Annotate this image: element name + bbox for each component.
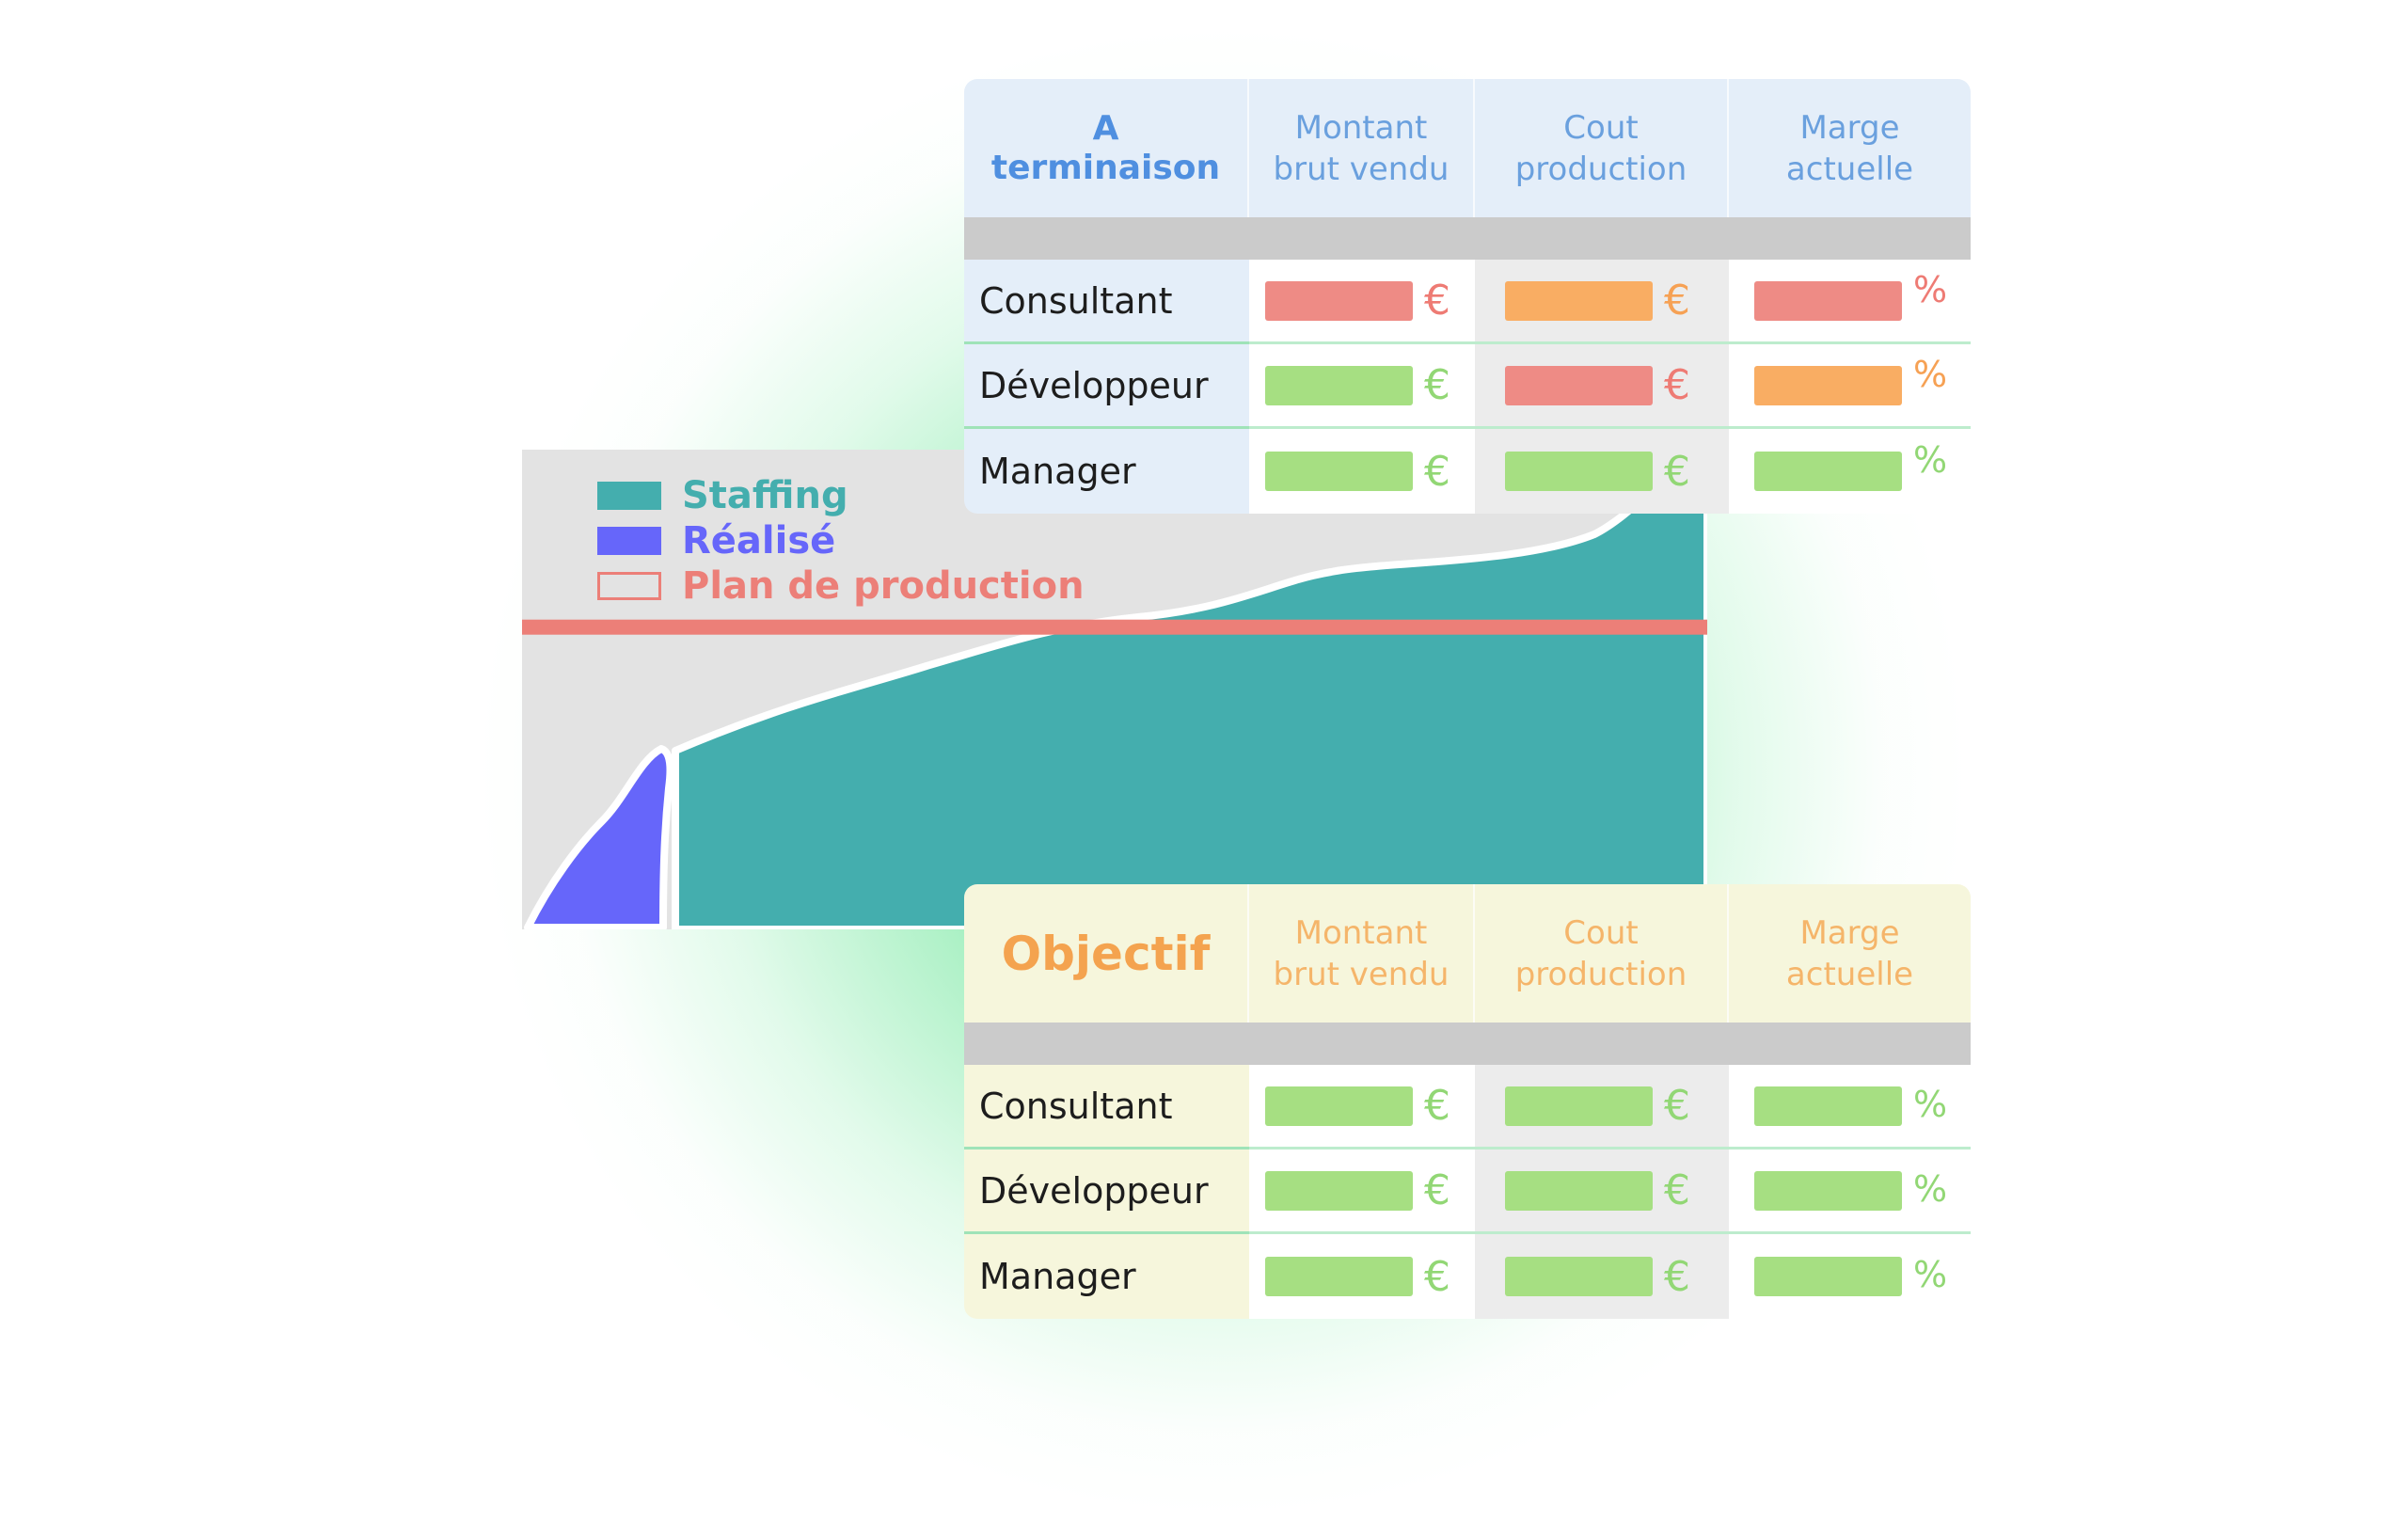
legend-label-staffing: Staffing [682, 474, 848, 517]
table-cell: € [1249, 344, 1475, 429]
table-cell: % [1729, 1150, 1971, 1234]
unit-label: % [1913, 268, 1948, 310]
unit-label: € [1664, 447, 1690, 496]
unit-label: % [1913, 1254, 1948, 1295]
unit-label: € [1424, 361, 1450, 409]
unit-label: € [1664, 1082, 1690, 1130]
row-label-consultant: Consultant [964, 260, 1249, 344]
header-divider [964, 217, 1971, 260]
unit-label: % [1913, 1167, 1948, 1210]
status-bar [1265, 365, 1413, 405]
unit-label: € [1424, 277, 1450, 325]
table-cell: € [1475, 1234, 1729, 1319]
table-cell: % [1729, 344, 1971, 429]
unit-label: € [1664, 1166, 1690, 1214]
unit-label: € [1424, 1082, 1450, 1130]
status-bar [1505, 452, 1653, 491]
status-bar [1754, 365, 1902, 405]
table-title: A terminaison [964, 79, 1249, 217]
realise-area [524, 745, 674, 929]
status-bar [1505, 280, 1653, 321]
unit-label: € [1424, 447, 1450, 496]
unit-label: % [1913, 439, 1948, 481]
column-header-montant: Montant brut vendu [1249, 884, 1475, 1023]
staffing-swatch [597, 482, 661, 510]
table-a-terminaison: A terminaison Montant brut vendu Cout pr… [964, 79, 1971, 514]
table-cell: € [1475, 1065, 1729, 1150]
table-cell: € [1249, 1234, 1475, 1319]
unit-label: % [1913, 1083, 1948, 1125]
legend-label-plan: Plan de production [682, 564, 1085, 608]
plan-line [522, 619, 1707, 635]
status-bar [1505, 1170, 1653, 1211]
staffing-chart: Staffing Réalisé Plan de production [522, 450, 1707, 929]
table-objectif: Objectif Montant brut vendu Cout product… [964, 884, 1971, 1319]
table-cell: € [1249, 1150, 1475, 1234]
table-cell: € [1475, 429, 1729, 514]
row-label-manager: Manager [964, 1234, 1249, 1319]
chart-canvas [522, 450, 1707, 929]
legend-item-staffing: Staffing [597, 473, 1085, 518]
status-bar [1505, 365, 1653, 405]
unit-label: € [1664, 1252, 1690, 1301]
status-bar [1754, 452, 1902, 491]
table-cell: € [1249, 260, 1475, 344]
table-cell: % [1729, 260, 1971, 344]
status-bar [1754, 1170, 1902, 1211]
header-divider [964, 1023, 1971, 1065]
unit-label: € [1664, 277, 1690, 325]
status-bar [1265, 1170, 1413, 1211]
status-bar [1265, 452, 1413, 491]
column-header-marge: Marge actuelle [1729, 79, 1971, 217]
table-cell: € [1249, 1065, 1475, 1150]
row-label-consultant: Consultant [964, 1065, 1249, 1150]
status-bar [1754, 280, 1902, 321]
chart-legend: Staffing Réalisé Plan de production [597, 473, 1085, 609]
table-cell: € [1475, 344, 1729, 429]
status-bar [1754, 1086, 1902, 1126]
column-header-cout: Cout production [1475, 884, 1729, 1023]
column-header-cout: Cout production [1475, 79, 1729, 217]
unit-label: % [1913, 353, 1948, 395]
status-bar [1265, 280, 1413, 321]
plan-swatch [597, 572, 661, 600]
legend-label-realise: Réalisé [682, 519, 836, 563]
unit-label: € [1424, 1252, 1450, 1301]
table-cell: € [1249, 429, 1475, 514]
row-label-developpeur: Développeur [964, 344, 1249, 429]
staffing-area [672, 450, 1707, 929]
status-bar [1505, 1086, 1653, 1126]
column-header-montant: Montant brut vendu [1249, 79, 1475, 217]
legend-item-realise: Réalisé [597, 518, 1085, 563]
status-bar [1265, 1257, 1413, 1296]
table-cell: € [1475, 1150, 1729, 1234]
table-cell: % [1729, 1065, 1971, 1150]
status-bar [1505, 1257, 1653, 1296]
column-header-marge: Marge actuelle [1729, 884, 1971, 1023]
unit-label: € [1664, 361, 1690, 409]
table-cell: % [1729, 429, 1971, 514]
table-cell: % [1729, 1234, 1971, 1319]
table-cell: € [1475, 260, 1729, 344]
row-label-developpeur: Développeur [964, 1150, 1249, 1234]
row-label-manager: Manager [964, 429, 1249, 514]
table-title: Objectif [964, 884, 1249, 1023]
status-bar [1265, 1086, 1413, 1126]
legend-item-plan: Plan de production [597, 563, 1085, 609]
unit-label: € [1424, 1166, 1450, 1214]
realise-swatch [597, 527, 661, 555]
status-bar [1754, 1257, 1902, 1296]
